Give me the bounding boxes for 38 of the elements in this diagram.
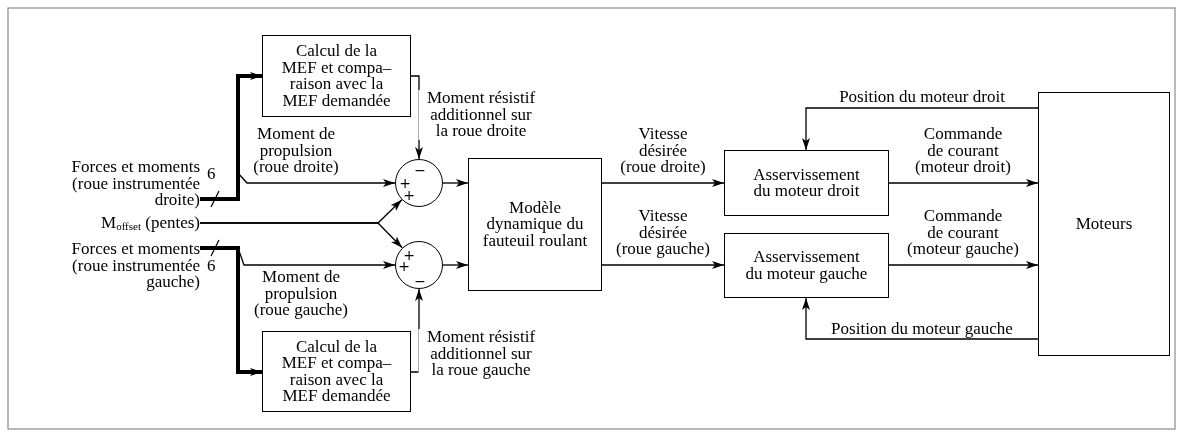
sign-label: − <box>414 163 426 177</box>
arrow <box>442 179 469 187</box>
arrow <box>802 297 1039 340</box>
input-label: M$_{offset}$ (pentes) <box>40 215 200 232</box>
sign-label: − <box>414 274 426 288</box>
bus-arrow <box>200 246 262 376</box>
bus-arrow <box>200 72 262 201</box>
arrow <box>802 107 1039 151</box>
edge-label: Moment de propulsion (roue gauche) <box>251 269 351 319</box>
box-text: Calcul de la MEF et compa– raison avec la MEF demandée <box>280 338 393 405</box>
box-text: Asservissement du moteur gauche <box>744 249 869 282</box>
summing-junction <box>395 159 443 207</box>
input-label: Forces et moments (roue instrumentée droite) <box>45 159 200 209</box>
process-box <box>1038 92 1170 356</box>
bus-width-label: 6 <box>207 166 216 183</box>
arrow <box>601 261 725 269</box>
process-box <box>262 331 411 412</box>
bus-width-label: 6 <box>207 258 216 275</box>
box-text: Modèle dynamique du fauteuil roulant <box>481 199 589 250</box>
sign-label: + <box>403 248 415 262</box>
arrow <box>199 222 403 249</box>
input-label: Forces et moments (roue instrumentée gauche) <box>45 241 200 291</box>
summing-junction <box>395 241 443 289</box>
process-box <box>724 150 889 216</box>
edge-label: Vitesse désirée (roue gauche) <box>613 208 713 258</box>
sign-label: + <box>398 259 410 273</box>
box-text: Moteurs <box>1075 215 1133 233</box>
arrow <box>888 179 1039 187</box>
box-text: Asservissement du moteur droit <box>752 166 861 200</box>
process-box <box>724 233 889 298</box>
process-box <box>262 35 411 117</box>
sign-label: + <box>399 176 411 190</box>
arrow <box>601 179 725 187</box>
sign-label: + <box>403 188 415 202</box>
arrow <box>888 261 1039 269</box>
process-box <box>468 158 602 291</box>
box-text: Calcul de la MEF et compa– raison avec la MEF demandée <box>280 43 393 109</box>
arrow <box>442 261 469 269</box>
